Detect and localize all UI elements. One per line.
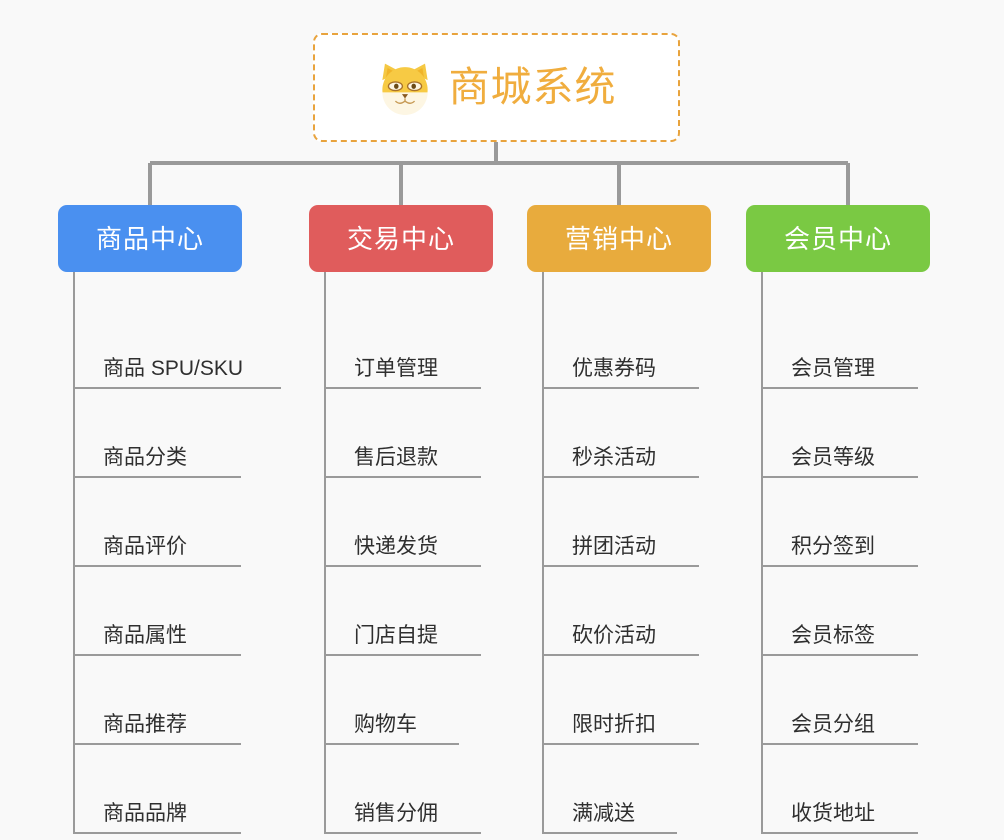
list-item-underline: [763, 832, 918, 834]
list-item-label: 砍价活动: [572, 624, 656, 647]
list-item[interactable]: 商品推荐: [75, 656, 242, 745]
list-item[interactable]: 商品评价: [75, 478, 242, 567]
list-item-underline: [544, 387, 699, 389]
list-item[interactable]: 会员标签: [763, 567, 930, 656]
list-item[interactable]: 购物车: [326, 656, 493, 745]
list-item-label: 购物车: [354, 713, 417, 736]
list-item-underline: [326, 832, 481, 834]
list-item-underline: [763, 387, 918, 389]
children-list-member-center: 会员管理会员等级积分签到会员标签会员分组收货地址: [761, 272, 930, 834]
category-box-member-center[interactable]: 会员中心: [746, 205, 930, 272]
list-item[interactable]: 会员等级: [763, 389, 930, 478]
children-list-trade-center: 订单管理售后退款快递发货门店自提购物车销售分佣: [324, 272, 493, 834]
list-item-underline: [763, 565, 918, 567]
list-item-label: 会员管理: [791, 357, 875, 380]
list-item[interactable]: 收货地址: [763, 745, 930, 834]
list-item-underline: [326, 654, 481, 656]
list-item[interactable]: 优惠券码: [544, 300, 711, 389]
list-item-label: 满减送: [572, 802, 635, 825]
list-item-underline: [75, 565, 241, 567]
list-item-label: 优惠券码: [572, 357, 656, 380]
list-item-underline: [544, 476, 699, 478]
list-item-underline: [763, 476, 918, 478]
column-member-center: 会员中心会员管理会员等级积分签到会员标签会员分组收货地址: [746, 205, 930, 834]
list-item-label: 销售分佣: [354, 802, 438, 825]
category-label: 营销中心: [564, 223, 673, 254]
list-item-underline: [75, 387, 281, 389]
list-item[interactable]: 会员管理: [763, 300, 930, 389]
list-item-label: 售后退款: [354, 446, 438, 469]
list-item[interactable]: 限时折扣: [544, 656, 711, 745]
list-item-underline: [75, 743, 241, 745]
column-trade-center: 交易中心订单管理售后退款快递发货门店自提购物车销售分佣: [309, 205, 493, 834]
children-list-marketing-center: 优惠券码秒杀活动拼团活动砍价活动限时折扣满减送: [542, 272, 711, 834]
list-item-label: 商品评价: [103, 535, 187, 558]
list-item-underline: [75, 476, 241, 478]
list-item[interactable]: 满减送: [544, 745, 711, 834]
list-item-underline: [75, 654, 241, 656]
list-item-label: 秒杀活动: [572, 446, 656, 469]
column-marketing-center: 营销中心优惠券码秒杀活动拼团活动砍价活动限时折扣满减送: [527, 205, 711, 834]
root-title: 商城系统: [448, 64, 617, 110]
list-item-label: 商品 SPU/SKU: [103, 357, 244, 380]
shiba-dog-icon: [381, 63, 428, 115]
list-item-underline: [763, 743, 918, 745]
list-item[interactable]: 秒杀活动: [544, 389, 711, 478]
list-item-underline: [544, 565, 699, 567]
list-item[interactable]: 商品品牌: [75, 745, 242, 834]
category-label: 会员中心: [783, 223, 892, 254]
list-item-label: 会员标签: [791, 624, 875, 647]
list-item[interactable]: 门店自提: [326, 567, 493, 656]
category-box-trade-center[interactable]: 交易中心: [309, 205, 493, 272]
list-item[interactable]: 积分签到: [763, 478, 930, 567]
list-item-label: 快递发货: [354, 535, 438, 558]
list-item-underline: [544, 743, 699, 745]
list-item-label: 收货地址: [791, 802, 875, 825]
list-item[interactable]: 售后退款: [326, 389, 493, 478]
category-label: 交易中心: [346, 223, 455, 254]
list-item[interactable]: 砍价活动: [544, 567, 711, 656]
list-item-underline: [326, 565, 481, 567]
list-item[interactable]: 快递发货: [326, 478, 493, 567]
list-item-label: 会员等级: [791, 446, 875, 469]
category-label: 商品中心: [95, 223, 204, 254]
list-item-label: 限时折扣: [572, 713, 656, 736]
list-item[interactable]: 商品分类: [75, 389, 242, 478]
list-item-label: 商品分类: [103, 446, 187, 469]
list-item[interactable]: 拼团活动: [544, 478, 711, 567]
list-item-label: 门店自提: [354, 624, 438, 647]
list-item-label: 商品推荐: [103, 713, 187, 736]
list-item-underline: [763, 654, 918, 656]
children-list-product-center: 商品 SPU/SKU 商品分类商品评价商品属性商品推荐商品品牌: [73, 272, 281, 834]
list-item-label: 商品属性: [103, 624, 187, 647]
list-item[interactable]: 订单管理: [326, 300, 493, 389]
list-item[interactable]: 商品属性: [75, 567, 242, 656]
category-box-marketing-center[interactable]: 营销中心: [527, 205, 711, 272]
list-item-underline: [326, 476, 481, 478]
list-item[interactable]: 销售分佣: [326, 745, 493, 834]
list-item-label: 商品品牌: [103, 802, 187, 825]
list-item-underline: [326, 387, 481, 389]
list-item-label: 会员分组: [791, 713, 875, 736]
list-item[interactable]: 商品 SPU/SKU: [75, 300, 281, 389]
list-item-label: 订单管理: [354, 357, 438, 380]
root-node[interactable]: 商城系统: [313, 33, 680, 142]
column-product-center: 商品中心商品 SPU/SKU 商品分类商品评价商品属性商品推荐商品品牌: [58, 205, 281, 834]
list-item-underline: [326, 743, 459, 745]
list-item-underline: [75, 832, 241, 834]
list-item-label: 拼团活动: [572, 535, 656, 558]
list-item[interactable]: 会员分组: [763, 656, 930, 745]
list-item-label: 积分签到: [791, 535, 875, 558]
list-item-underline: [544, 654, 699, 656]
list-item-underline: [544, 832, 677, 834]
category-box-product-center[interactable]: 商品中心: [58, 205, 242, 272]
